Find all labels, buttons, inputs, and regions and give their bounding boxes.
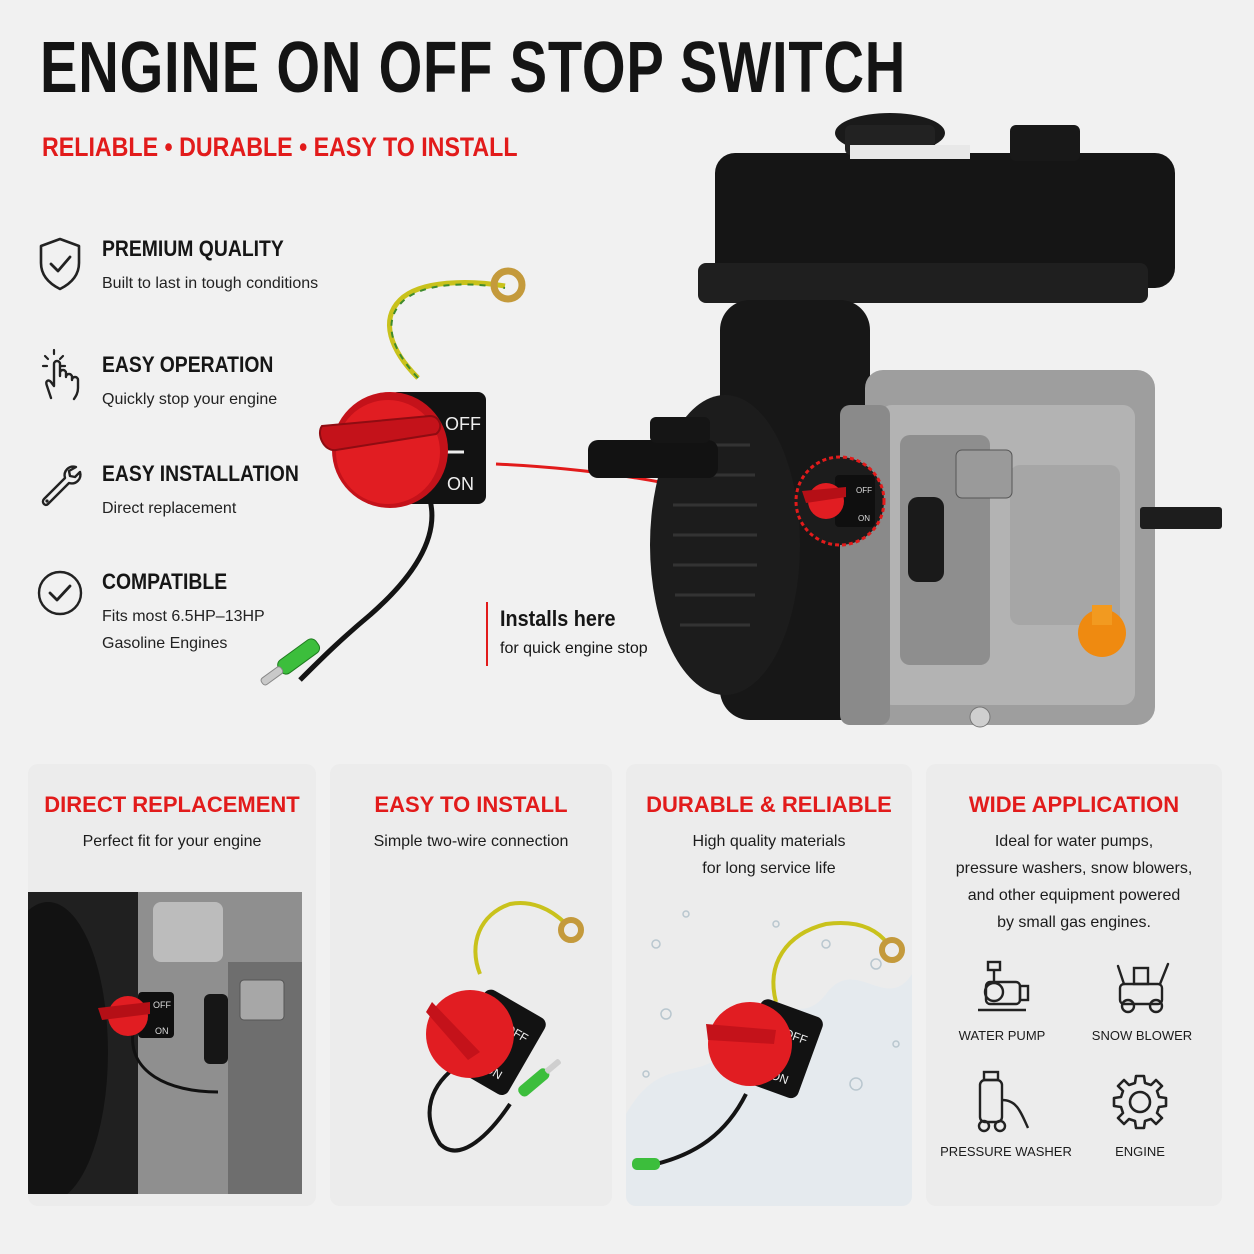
svg-text:ON: ON: [858, 514, 870, 523]
app-label-engine: ENGINE: [1115, 1144, 1165, 1159]
card-title: DURABLE & RELIABLE: [646, 792, 892, 817]
switch-off-label: OFF: [445, 414, 481, 434]
feature-easy-operation: EASY OPERATION Quickly stop your engine: [36, 348, 456, 442]
app-label-water-pump: WATER PUMP: [958, 1028, 1046, 1043]
install-note-title: Installs here: [500, 606, 616, 631]
svg-text:ON: ON: [155, 1026, 169, 1036]
page-title: ENGINE ON OFF STOP SWITCH: [40, 28, 907, 108]
card-desc: Ideal for water pumps, pressure washers,…: [955, 833, 1193, 931]
tagline: RELIABLE • DURABLE • EASY TO INSTALL: [42, 132, 518, 162]
feature-compatible: COMPATIBLE Fits most 6.5HP–13HP Gasoline…: [36, 569, 456, 659]
snow-blower-icon: [1116, 962, 1170, 1014]
switch-on-label: ON: [447, 474, 474, 494]
card-title: EASY TO INSTALL: [374, 792, 568, 817]
app-label-pressure-washer: PRESSURE WASHER: [940, 1144, 1072, 1159]
app-label-snow-blower: SNOW BLOWER: [1091, 1028, 1193, 1043]
engine-image: OFF ON: [588, 113, 1222, 728]
pressure-washer-icon: [977, 1070, 1030, 1133]
card-direct-replacement: DIRECT REPLACEMENT Perfect fit for your …: [28, 764, 316, 1206]
feature-easy-installation: EASY INSTALLATION Direct replacement: [36, 461, 456, 551]
feature-desc: Direct replacement: [102, 500, 237, 517]
hand-tap-icon: [41, 348, 80, 401]
feature-desc: Fits most 6.5HP–13HP Gasoline Engines: [102, 608, 265, 652]
card-title: DIRECT REPLACEMENT: [44, 792, 300, 817]
feature-title: PREMIUM QUALITY: [102, 236, 284, 261]
card-easy-to-install: EASY TO INSTALL Simple two-wire connecti…: [330, 764, 612, 1206]
feature-desc: Built to last in tough conditions: [102, 275, 319, 292]
card-desc: Simple two-wire connection: [373, 833, 569, 850]
water-splash-image: OFF ON: [626, 910, 912, 1206]
feature-premium-quality: PREMIUM QUALITY Built to last in tough c…: [36, 236, 456, 326]
shield-check-icon: [39, 237, 81, 291]
switch-product-image: OFF ON: [260, 267, 526, 686]
check-circle-icon: [37, 570, 83, 616]
card-desc: Perfect fit for your engine: [82, 833, 262, 850]
feature-title: EASY INSTALLATION: [102, 461, 299, 486]
wrench-icon: [41, 465, 82, 507]
feature-title: COMPATIBLE: [102, 569, 228, 594]
card-desc: High quality materials for long service …: [692, 833, 846, 877]
switch-knob-lever: [318, 414, 442, 452]
svg-text:OFF: OFF: [856, 486, 872, 495]
ring-terminal-icon: [490, 267, 526, 303]
card-title: WIDE APPLICATION: [968, 792, 1180, 817]
feature-desc: Quickly stop your engine: [102, 391, 278, 408]
svg-text:OFF: OFF: [153, 1000, 171, 1010]
card-durable-reliable: DURABLE & RELIABLE High quality material…: [626, 764, 912, 1206]
feature-title: EASY OPERATION: [102, 352, 274, 377]
engine-closeup-image: OFF ON: [28, 892, 302, 1194]
install-note-subtitle: for quick engine stop: [500, 640, 648, 657]
water-pump-icon: [978, 960, 1030, 1012]
switch-image-small: OFF ON: [426, 901, 584, 1153]
engine-gear-icon: [1112, 1074, 1168, 1130]
install-note: Installs here for quick engine stop: [486, 602, 648, 666]
card-wide-application: WIDE APPLICATION Ideal for water pumps, …: [926, 764, 1222, 1206]
